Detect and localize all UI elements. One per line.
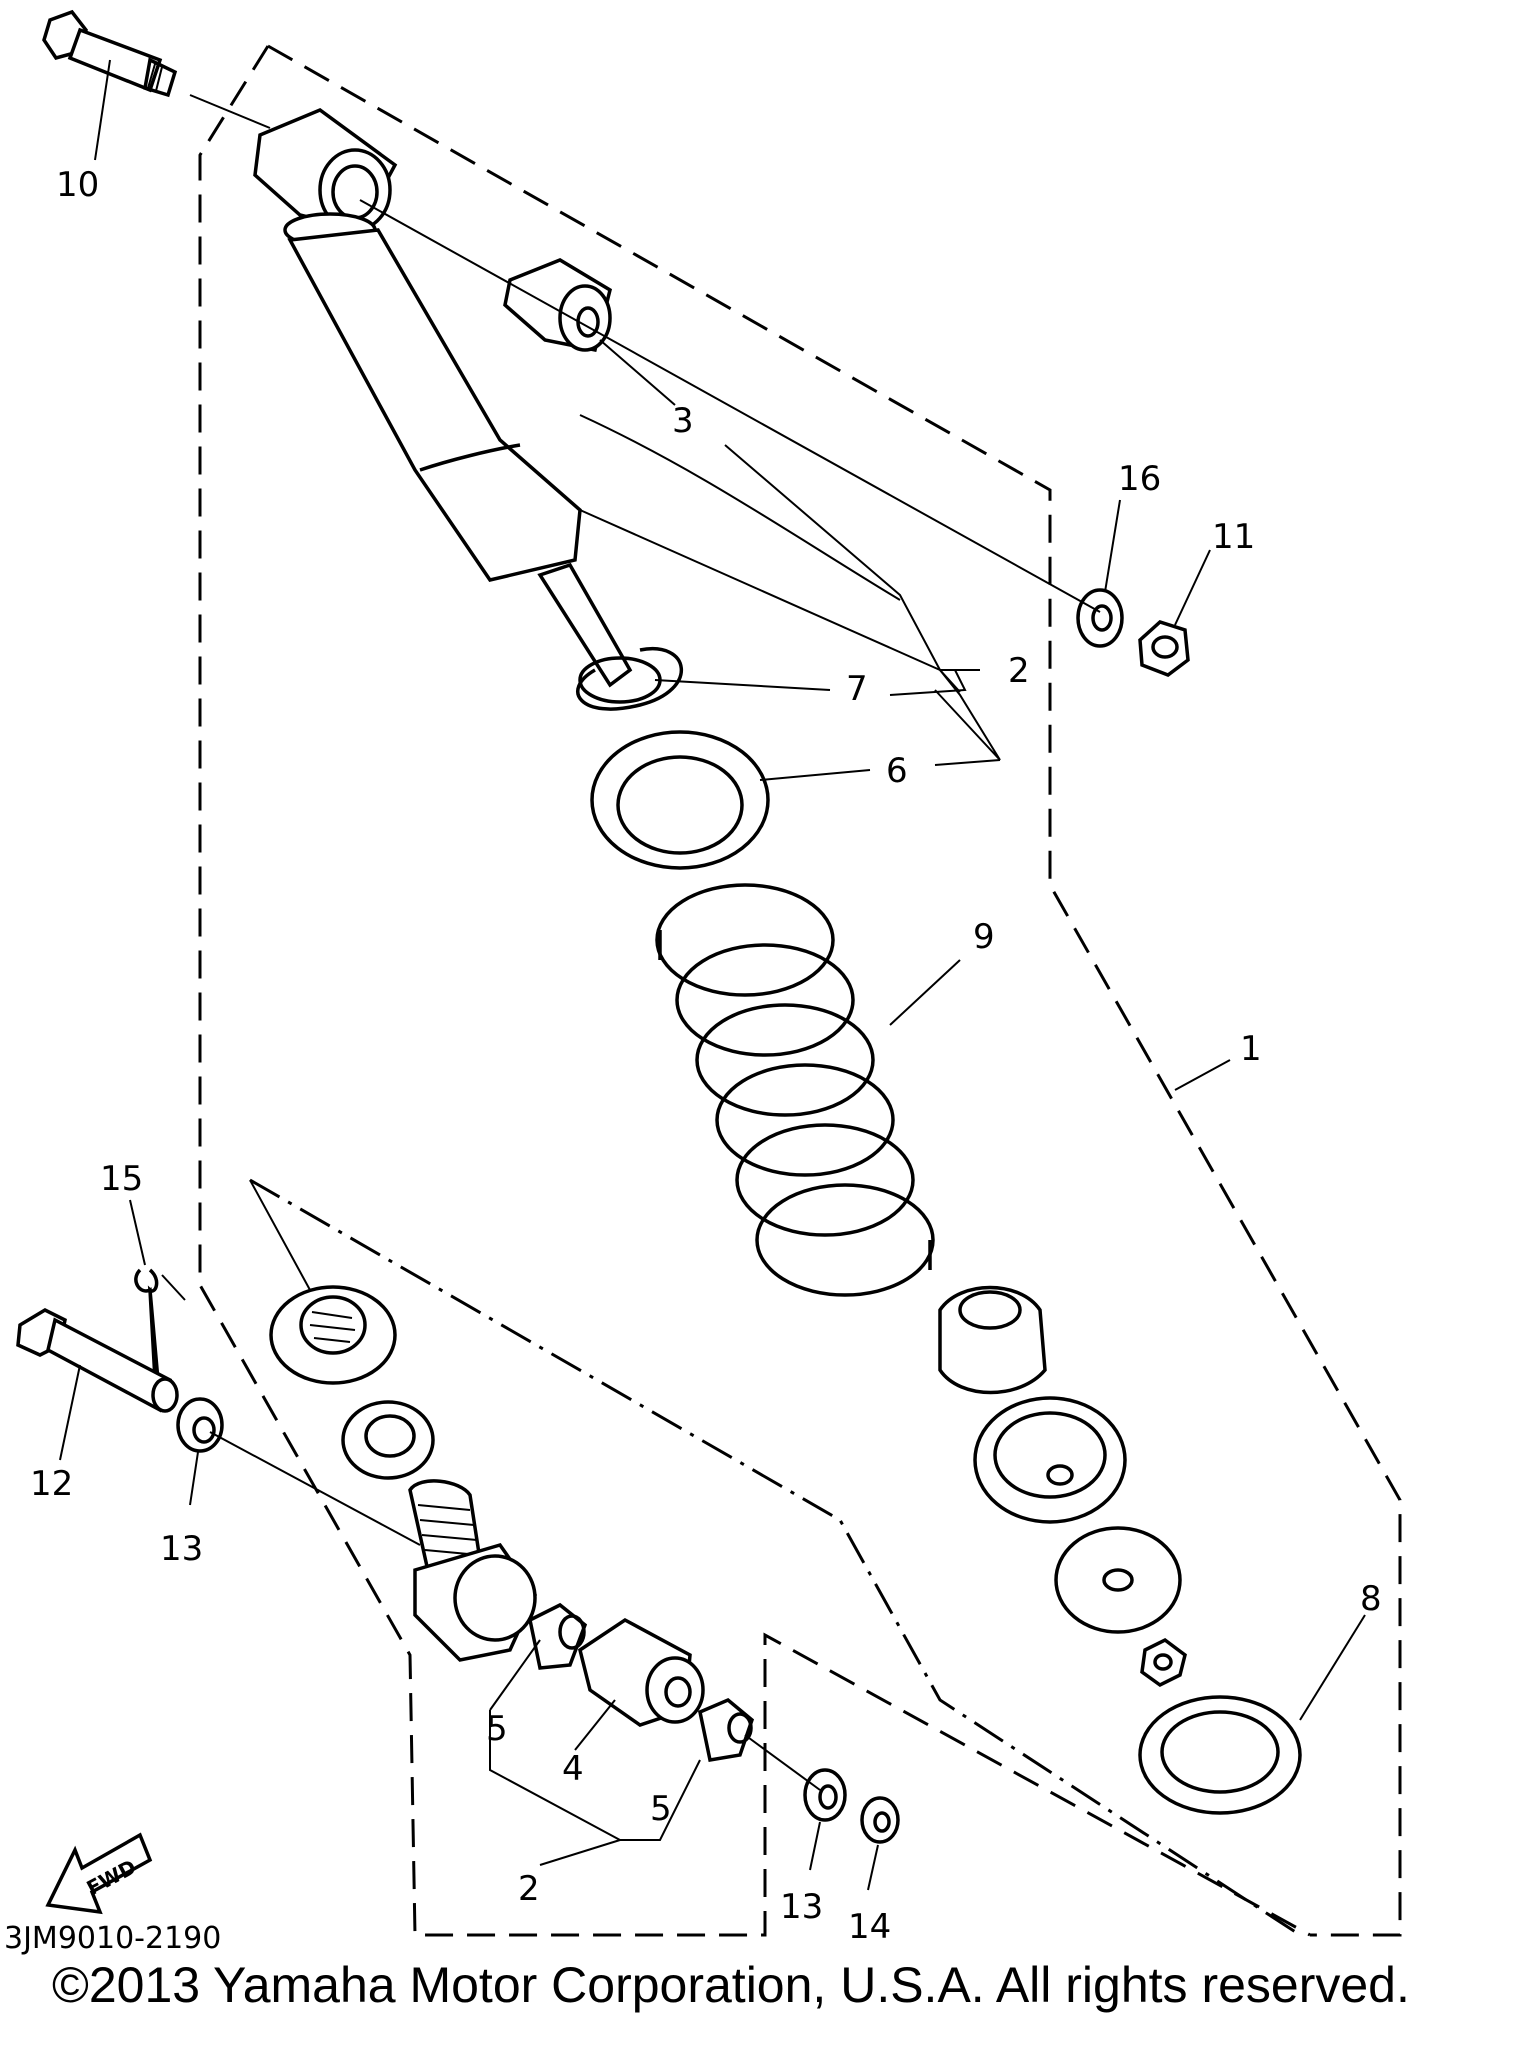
bump-stopper [938,1285,1047,1395]
callout-9: 9 [973,917,995,957]
collar-5a [528,1602,588,1670]
cup-lower [1054,1526,1182,1634]
lower-pin [16,1308,179,1413]
collar-5b [697,1697,755,1763]
callout-2b: 2 [518,1869,540,1909]
copyright-notice: ©2013 Yamaha Motor Corporation, U.S.A. A… [52,1957,1410,2013]
lower-bushing [578,1617,705,1727]
callout-13b: 13 [780,1887,823,1927]
callout-8: 8 [1360,1579,1382,1619]
nut-11 [1138,620,1190,677]
leader-lines [59,59,1366,1891]
callout-15: 15 [100,1159,143,1199]
shock-body [287,228,662,704]
callout-13a: 13 [160,1529,203,1569]
callout-3: 3 [672,401,694,441]
collar-washer-13b [803,1768,847,1822]
collar-washer-13a [176,1397,224,1453]
axis-lines [209,199,1101,1791]
lock-nut [341,1400,435,1480]
callout-1: 1 [1240,1029,1262,1069]
spring-seat-upper [590,730,770,870]
callout-14: 14 [848,1907,891,1947]
callout-numbers: 10 3 16 11 2 7 6 9 1 15 12 13 8 5 4 5 2 … [30,165,1382,1947]
assembly-outline [198,44,1402,1937]
callout-11: 11 [1212,517,1255,557]
coil-spring [655,883,935,1297]
callout-5b: 5 [650,1789,672,1829]
sub-assembly-outline [249,1178,1301,1937]
callout-5a: 5 [486,1709,508,1749]
washer-16 [1076,588,1124,648]
fwd-arrow-icon: FWD [45,1832,153,1915]
washer-14 [860,1796,900,1844]
callout-7: 7 [846,669,868,709]
callout-2a: 2 [1008,651,1030,691]
upper-bolt [42,9,271,129]
callout-4: 4 [562,1749,584,1789]
callout-16: 16 [1118,459,1161,499]
drawing-code: 3JM9010-2190 [4,1921,221,1956]
cup-upper [973,1396,1127,1524]
small-nut [1140,1637,1187,1688]
cotter-pin [134,1268,186,1381]
callout-12: 12 [30,1464,73,1504]
spring-seat-lower [1138,1695,1302,1815]
callout-6: 6 [886,751,908,791]
adjuster-nut [269,1285,397,1385]
upper-bushing [503,258,613,353]
circlip [576,646,684,711]
callout-10: 10 [56,165,99,205]
shock-upper-eye [253,108,398,248]
lower-eye-rod-end [408,1479,538,1662]
